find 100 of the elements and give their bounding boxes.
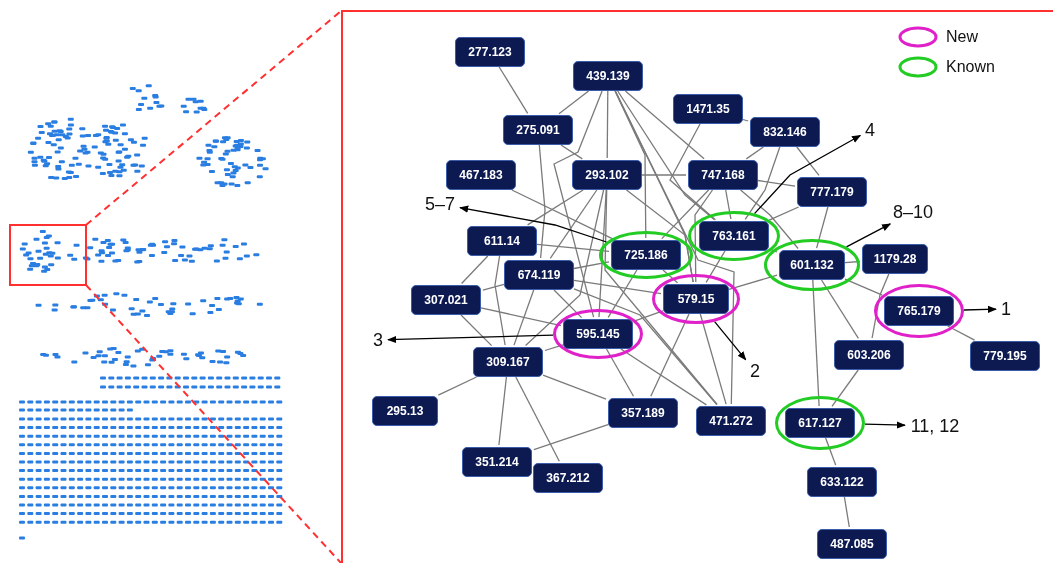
callout-number: 11, 12 [907,415,963,437]
network-edge [558,90,590,115]
mass-node-box: 763.161 [699,221,769,251]
network-edge [824,437,837,466]
network-edge [607,269,638,318]
network-edge [542,374,607,400]
mass-node-box: 725.186 [611,240,681,270]
network-edge [553,289,583,319]
callout-number: 5–7 [422,193,458,215]
arrow [753,134,862,215]
network-edge [513,289,535,346]
network-edge [634,310,664,322]
mass-node-box: 765.179 [884,296,954,326]
network-edge [482,283,505,291]
network-edge [524,189,605,347]
mass-node-box: 293.102 [572,160,642,190]
mass-node-box: 601.132 [779,250,845,280]
network-edge [498,66,529,114]
network-edge [844,278,883,296]
network-edge [573,288,718,406]
network-edge [796,146,820,177]
network-edge [871,273,890,339]
mass-node-box: 357.189 [608,398,678,428]
arrow [845,223,892,248]
mass-node-box: 351.214 [462,447,532,477]
mass-node-box: 467.183 [446,160,516,190]
network-edge [650,313,690,397]
network-edge [553,90,603,318]
mass-node-box: 777.179 [797,177,867,207]
network-edge [498,376,508,446]
network-edge [812,279,820,407]
network-edge [815,206,829,249]
mass-node-box: 367.212 [533,463,603,493]
mass-node-box: 779.195 [970,341,1040,371]
network-edge [739,189,799,250]
arrow [459,205,608,243]
mass-node-box: 611.14 [467,226,537,256]
mass-node-box: 307.021 [411,285,481,315]
callout-number: 3 [370,329,386,351]
network-edge [573,261,610,270]
arrow [387,334,554,344]
network-edge [661,189,710,240]
network-edge [606,90,609,159]
network-edge [598,189,607,318]
network-edge [605,348,635,397]
network-edge [549,189,598,259]
network-edge [625,189,694,283]
network-edge [614,90,647,239]
network-edge [820,279,860,339]
mass-node-box: 439.139 [573,61,643,91]
network-edge [511,189,614,240]
network-edge [620,348,708,406]
mass-node-box: 1471.35 [673,94,743,124]
network-edge [573,279,662,295]
arrow [864,421,906,429]
mass-node-box: 603.206 [834,340,904,370]
network-edge [544,344,564,352]
mass-node-box: 275.091 [503,115,573,145]
callout-number: 1 [998,298,1014,320]
network-edge [745,146,765,160]
network-edge [624,90,705,160]
mass-node-box: 633.122 [807,467,877,497]
network-edge [460,255,489,285]
mass-node-box: 617.127 [785,408,855,438]
network-edge [560,144,583,160]
network-edge [641,174,687,176]
network-edge [705,250,726,283]
legend-label: New [946,28,978,46]
network-edge [536,243,610,253]
mass-node-box: 295.13 [372,396,438,426]
mass-node-box: 309.167 [473,347,543,377]
network-edge [728,274,778,290]
network-edge [694,189,714,283]
network-edge [617,90,716,221]
network-edge [742,118,749,122]
mass-node-box: 595.145 [563,319,633,349]
network-edge [662,269,679,284]
network-edge [614,90,735,405]
network-edge [538,144,546,259]
callout-number: 2 [747,360,763,382]
arrow [963,305,997,314]
network-edge [437,376,478,396]
legend-label: Known [946,58,995,76]
mass-node-box: 471.272 [696,406,766,436]
network-edge [699,313,727,405]
mass-node-box: 1179.28 [862,244,928,274]
network-edge [757,179,796,187]
network-edge [744,146,781,220]
mass-node-box: 747.168 [688,160,758,190]
arrow [713,321,747,361]
callout-number: 8–10 [890,201,936,223]
network-edge [460,314,493,347]
mass-node-box: 674.119 [504,260,574,290]
mass-node-box: 579.15 [663,284,729,314]
callout-number: 4 [862,119,878,141]
mass-node-box: 832.146 [750,117,820,147]
mass-node-box: 487.085 [817,529,887,559]
network-edge [669,123,717,221]
network-edge [725,189,732,220]
network-edge [947,325,976,341]
